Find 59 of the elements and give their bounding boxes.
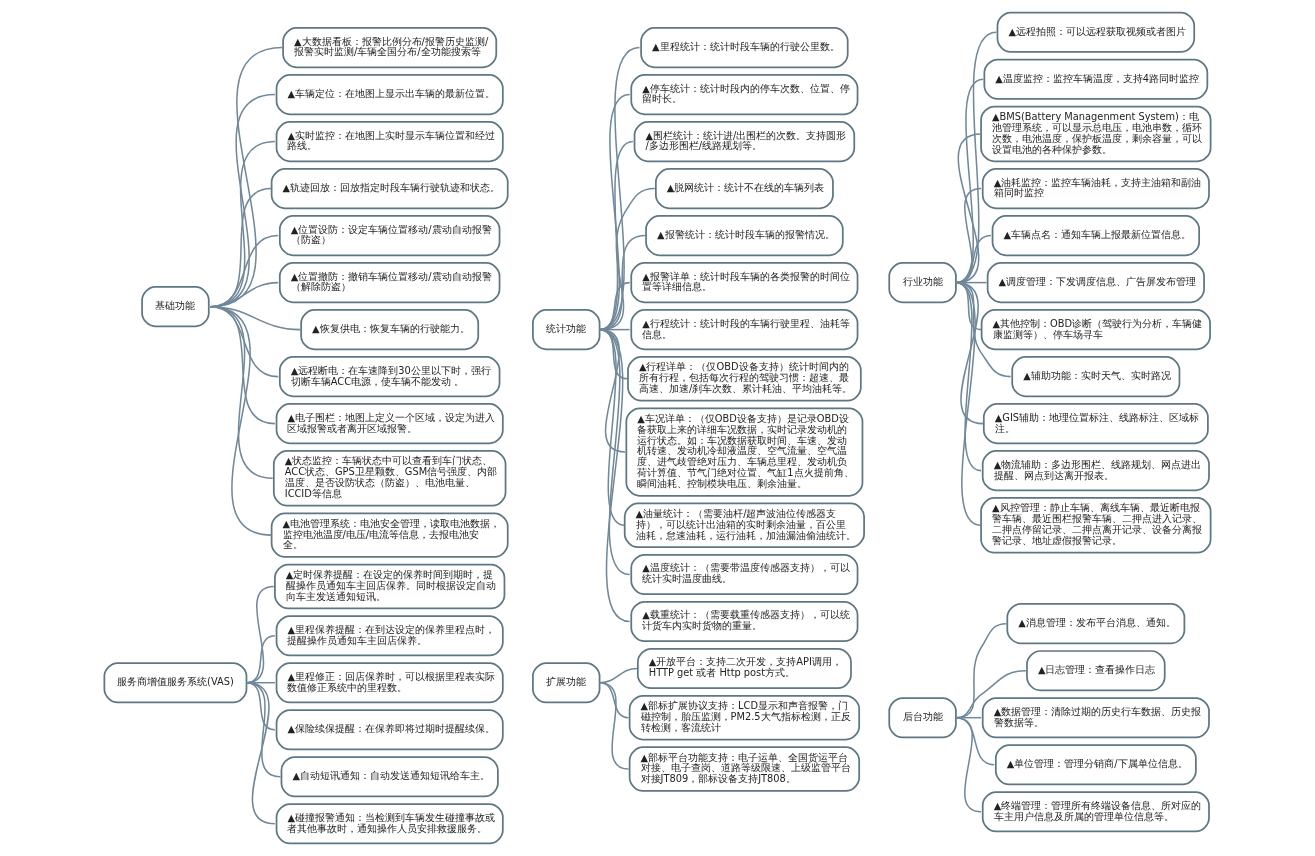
node-box: ▲里程统计：统计时段车辆的行驶公里数。 (640, 27, 849, 69)
node-box: 后台功能 (888, 697, 957, 739)
node-box: ▲数据管理：清除过期的历史行车数据、历史报警数据等。 (981, 697, 1210, 739)
node-box: ▲停车统计：统计时段内的停车次数、位置、停留时长。 (630, 74, 859, 116)
node-box: ▲报警统计：统计时段车辆的报警情况。 (645, 215, 844, 257)
node-box: 扩展功能 (532, 662, 601, 704)
node-box: ▲载重统计：（需要载重传感器支持），可以统计货车内实时货物的重量。 (630, 600, 859, 643)
connector (955, 78, 984, 284)
node-box: ▲BMS(Battery Managenment System)：电池管理系统，可以显示总电压，电池串数，循环次数，电池温度，保护板温度，剩余容量，可以设置电池的各种保护参数。 (980, 105, 1212, 163)
node-box: ▲风控管理：静止车辆、离线车辆、最近断电报警车辆、最近围栏报警车辆、二押点进入记录、二押点停留记录、二押点离开记录、设备分离报警记录、地址虚假报警记录。 (980, 497, 1212, 554)
node-box: ▲远程断电：在车速降到30公里以下时，强行切断车辆ACC电源，使车辆不能发动 。 (278, 356, 501, 398)
node-box: ▲里程修正：回店保养时，可以根据里程表实际数值修正系统中的里程数。 (275, 662, 504, 704)
node-box: ▲脱网统计：统计不在线的车辆列表 (655, 168, 834, 210)
connector (955, 133, 982, 284)
node-box: ▲定时保养提醒：在设定的保养时间到期时，提醒操作员通知车主回店保养。同时根据设定自动向车主发送通知短讯。 (274, 563, 506, 610)
node-box: ▲油耗监控：监控车辆油耗，支持主油箱和副油箱同时监控 (981, 168, 1210, 210)
node-box: ▲位置撤防：撤销车辆位置移动/震动自动报警（解除防盗） (278, 262, 501, 304)
node-box: ▲围栏统计：统计进/出围栏的次数。支持圆形/多边形围栏/线路规划等。 (633, 121, 856, 163)
node-box: ▲大数据看板：报警比例分布/报警历史监测/报警实时监测/车辆全国分布/全功能搜索等 (282, 27, 498, 69)
connector (955, 31, 998, 284)
node-box: ▲实时监控：在地图上实时显示车辆位置和经过路线。 (275, 121, 504, 163)
node-box: ▲位置设防：设定车辆位置移动/震动自动报警（防盗） (278, 215, 501, 257)
node-box: ▲终端管理：管理所有终端设备信息、所对应的车主用户信息及所属的管理单位信息等。 (981, 791, 1210, 833)
node-box: ▲恢复供电：恢复车辆的行驶能力。 (300, 309, 480, 351)
node-box: ▲日志管理：查看操作日志 (1026, 650, 1166, 692)
node-box: ▲行程统计：统计时段的车辆行驶里程、油耗等信息。 (630, 309, 859, 351)
node-box: ▲车辆点名：通知车辆上报最新位置信息。 (991, 215, 1201, 257)
node-box: ▲开放平台：支持二次开发，支持API调用，HTTP get 或者 Http post方式。 (636, 647, 852, 690)
node-box: ▲单位管理：管理分销商/下属单位信息。 (994, 744, 1197, 786)
node-box: ▲部标扩展协议支持：LCD显示和声音报警，门磁控制，胎压监测，PM2.5大气指标检测，正反转检测，客流统计 (628, 694, 861, 741)
node-box: 统计功能 (532, 309, 601, 351)
node-box: ▲状态监控：车辆状态中可以查看到车门状态、ACC状态、GPS卫星颗数、GSM信号强度、内部温度、是否设防状态（防盗）、电池电量、ICCID等信息 (272, 450, 507, 507)
connector (598, 681, 630, 770)
node-box: ▲轨迹回放：回放指定时段车辆行驶轨迹和状态。 (270, 168, 509, 210)
node-box: ▲辅助功能：实时天气、实时路况 (1011, 356, 1181, 398)
node-box: ▲报警详单：统计时段车辆的各类报警的时间位置等详细信息。 (630, 262, 859, 304)
node-box: ▲保险续保提醒：在保养即将过期时提醒续保。 (275, 709, 504, 751)
node-box: ▲部标平台功能支持：电子运单、全国货运平台对接、电子查岗、道路等级限速、上级监管平台对接JT809，部标设备支持JT808。 (628, 746, 861, 792)
node-box: 基础功能 (141, 286, 210, 328)
node-box: ▲温度监控：监控车辆温度，支持4路同时监控 (983, 58, 1209, 100)
node-box: ▲温度统计：（需要带温度传感器支持），可以统计实时温度曲线。 (630, 553, 859, 596)
node-box: ▲油量统计：（需要油杆/超声波油位传感器支持），可以统计出油箱的实时剩余油量，百公里油耗，怠速油耗，运行油耗，加油漏油偷油统计。 (623, 502, 865, 549)
node-box: ▲物流辅助：多边形围栏、线路规划、网点进出提醒、网点到达离开报表。 (981, 450, 1210, 492)
node-box: ▲车况详单：（仅OBD设备支持）是记录OBD设备获取上来的详细车况数据，实时记录发动机的运行状态。如：车况数据获取时间、车速、发动机转速、发动机冷却液温度、空气流量、空气温度、进气歧管绝对压力、车辆总里程、发动机负荷计算值、节气门绝对位置、气缸1点火提前角、瞬间油耗、控制模块电压、剩余油量。 (625, 407, 864, 497)
node-box: ▲远程拍照：可以远程获取视频或者图片 (996, 11, 1196, 53)
node-box: ▲其他控制：OBD诊断（驾驶行为分析，车辆健康监测等）、停车场寻车 (980, 309, 1211, 351)
node-box: ▲车辆定位：在地图上显示出车辆的最新位置。 (275, 74, 504, 116)
node-box: ▲消息管理：发布平台消息、通知。 (1006, 603, 1186, 645)
node-box: ▲电池管理系统：电池安全管理，读取电池数据，监控电池温度/电压/电流等信息，去报电池安全。 (270, 512, 509, 558)
node-box: ▲自动短讯通知：自动发送通知短讯给车主。 (280, 756, 499, 798)
node-box: ▲GIS辅助：地理位置标注、线路标注、区域标注。 (982, 403, 1209, 445)
connector (955, 716, 982, 813)
node-box: ▲里程保养提醒：在到达设定的保养里程点时，提醒操作员通知车主回店保养。 (275, 615, 504, 657)
node-box: ▲碰撞报警通知：当检测到车辆发生碰撞事故或者其他事故时，通知操作人员安排救援服务。 (275, 803, 504, 845)
node-box: ▲电子围栏：地图上定义一个区域，设定为进入区域报警或者离开区域报警。 (275, 403, 504, 445)
node-box: ▲行程详单：（仅OBD设备支持）统计时间内的所有行程，包括每次行程的驾驶习惯：超速、最高速、加速/刹车次数、累计耗油、平均油耗等。 (627, 356, 862, 402)
node-box: ▲调度管理：下发调度信息、广告屏发布管理 (986, 262, 1205, 304)
node-box: 服务商增值服务系统(VAS) (103, 662, 248, 704)
node-box: 行业功能 (888, 262, 957, 304)
